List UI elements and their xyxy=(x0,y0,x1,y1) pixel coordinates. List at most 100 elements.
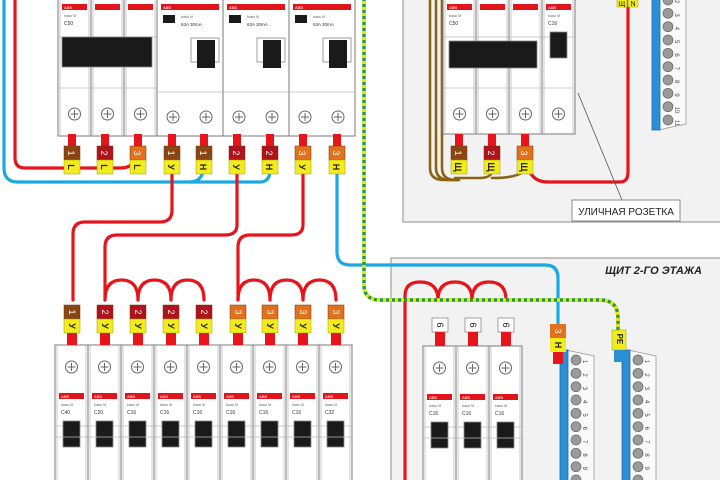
marker-letter-text: PE xyxy=(615,334,624,345)
marker-number-text: 3 xyxy=(132,150,142,155)
busbar: 12345678910 xyxy=(559,349,595,480)
marker-letter-text: Н xyxy=(553,342,563,349)
bus-screw-icon xyxy=(632,367,644,379)
busbar-rail xyxy=(621,349,631,480)
marker-letter xyxy=(328,159,346,175)
ferrule xyxy=(501,332,511,346)
brand-logo: ABB xyxy=(64,5,72,10)
busbar-rail xyxy=(651,0,661,131)
marker-number-text: 3 xyxy=(553,328,563,333)
bus-screw-icon xyxy=(570,367,582,379)
brand-stripe xyxy=(493,394,518,400)
rating-label: C40 xyxy=(61,410,70,416)
series-label: basic M xyxy=(292,403,304,407)
bus-number: 5 xyxy=(581,413,587,417)
marker-number-text: 2 xyxy=(231,150,241,155)
brand-logo: ABB xyxy=(160,394,168,399)
brand-stripe xyxy=(460,394,485,400)
bus-screw-icon xyxy=(632,447,644,459)
series-label: basic M xyxy=(193,403,205,407)
ferrule xyxy=(100,333,110,345)
bus-screw-icon xyxy=(570,434,582,446)
rating-label: C50 xyxy=(64,21,73,27)
bus-screw-icon xyxy=(570,394,582,406)
bus-number: 2 xyxy=(673,0,679,4)
bus-screw-icon xyxy=(570,447,582,459)
bus-number: 9 xyxy=(581,467,587,471)
ferrule xyxy=(199,333,209,345)
brand-stripe xyxy=(447,4,472,10)
bus-screw-icon xyxy=(632,434,644,446)
marker-letter-text: У xyxy=(166,323,176,329)
ferrule xyxy=(101,134,109,146)
bus-number: 8 xyxy=(643,453,649,457)
series-label: basic M xyxy=(181,15,193,19)
marker-letter-text: У xyxy=(265,323,275,329)
marker-letter-text: Щ xyxy=(619,1,626,8)
rating-label: C16 xyxy=(259,410,268,416)
marker-number-text: 2 xyxy=(486,150,496,155)
ferrule xyxy=(553,352,563,364)
rating-label: C32 xyxy=(325,410,334,416)
brown-wire-join xyxy=(453,170,494,180)
marker-letter xyxy=(516,159,534,175)
series-label: basic M xyxy=(64,14,76,18)
marker-number-text: 3 xyxy=(298,309,308,314)
rcd-handle-icon xyxy=(329,40,347,68)
bus-screw-icon xyxy=(570,474,582,480)
bus-number: 7 xyxy=(581,440,587,444)
bus-number: 3 xyxy=(643,387,649,391)
brand-stripe xyxy=(59,393,84,399)
bus-screw-icon xyxy=(662,34,674,46)
wire-marker-tag: 1L xyxy=(63,134,81,175)
series-label: basic M xyxy=(429,404,441,408)
rating-label: C16 xyxy=(495,411,504,417)
marker-letter-text: Щ xyxy=(519,162,529,172)
bus-screw-icon xyxy=(662,74,674,86)
bus-screw-icon xyxy=(662,61,674,73)
rating-label: C16 xyxy=(193,410,202,416)
bus-number: 9 xyxy=(643,467,649,471)
ferrule xyxy=(133,333,143,345)
wire-marker-tag: 2У xyxy=(195,304,213,345)
rcd-handle-icon xyxy=(263,40,281,68)
brand-logo: ABB xyxy=(429,395,437,400)
ferrule xyxy=(488,134,496,146)
brand-stripe xyxy=(257,393,282,399)
bus-number: 3 xyxy=(581,387,587,391)
brand-stripe xyxy=(161,4,219,10)
wire-marker-tag: 6 xyxy=(464,317,482,346)
marker-number-text: 6 xyxy=(468,322,478,327)
ferrule xyxy=(299,134,307,146)
ferrule xyxy=(200,134,208,146)
outdoor-3p-handle-icon xyxy=(448,40,538,69)
brand-stripe xyxy=(290,393,315,399)
brand-stripe xyxy=(427,394,452,400)
marker-letter xyxy=(96,159,114,175)
rcd-handle-icon xyxy=(197,40,215,68)
bus-number: 4 xyxy=(643,400,649,404)
ferrule xyxy=(331,333,341,345)
marker-letter-text: У xyxy=(331,323,341,329)
wire-marker-tag: 6 xyxy=(431,317,449,346)
marker-letter xyxy=(616,0,628,8)
toggle-handle-icon xyxy=(463,421,482,449)
phase-jumper xyxy=(136,278,173,302)
bus-screw-icon xyxy=(632,421,644,433)
phase-wire-u1 xyxy=(71,170,174,302)
marker-letter-text: L xyxy=(66,164,76,170)
wire-marker-tag: 1У xyxy=(163,134,181,175)
series-label: basic M xyxy=(61,403,73,407)
bus-screw-icon xyxy=(662,0,674,6)
marker-number-text: 2 xyxy=(99,150,109,155)
bus-number: 11 xyxy=(673,120,679,127)
brown-wire xyxy=(440,0,461,182)
ferrule xyxy=(521,134,529,146)
wire-marker-tag: 3У xyxy=(327,304,345,345)
earth-wire-stripe xyxy=(362,0,620,330)
